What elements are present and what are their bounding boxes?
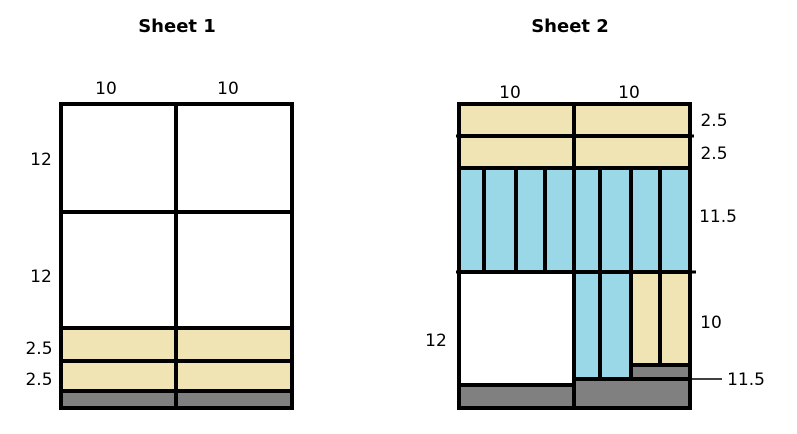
- sheet-1-row-label-1: 12: [30, 150, 52, 170]
- sheet-1-cut-lines: [61, 104, 292, 408]
- sheet-1-col-label-right: 10: [217, 79, 239, 99]
- sheet-2-right-label-4: 10: [700, 313, 722, 333]
- sheet-1-title: Sheet 1: [138, 16, 216, 37]
- sheet-1-outline: [59, 102, 294, 410]
- sheet-2-right-label-3: 11.5: [699, 207, 737, 227]
- sheet-2-outline: [457, 102, 692, 410]
- sheet-1-col-label-left: 10: [95, 79, 117, 99]
- sheet-1-row-label-3: 2.5: [25, 339, 52, 359]
- sheet-2-scrap-small: [631, 365, 690, 379]
- sheet-2-lower-vertical-strips: [574, 272, 631, 379]
- sheet-1-row-label-2: 12: [30, 267, 52, 287]
- sheet-2-title: Sheet 2: [531, 16, 609, 37]
- sheet-1-row-label-4: 2.5: [25, 370, 52, 390]
- sheet-2-right-label-2: 2.5: [700, 144, 727, 164]
- sheet-2-col-label-left: 10: [499, 83, 521, 103]
- sheet-2-scrap-left: [459, 385, 574, 408]
- sheet-2-scrap-right: [574, 379, 690, 408]
- sheet-2-right-label-5: 11.5: [727, 370, 765, 390]
- sheet-2-right-label-1: 2.5: [700, 111, 727, 131]
- sheet-2-left-label: 12: [425, 331, 447, 351]
- sheet-1: Sheet 1 10 10 12 12 2.5 2.5: [25, 16, 294, 410]
- sheet-2: Sheet 2 10 10 2.5 2.5 11.5 10 11.5 12: [425, 16, 765, 410]
- sheet-2-col-label-right: 10: [618, 83, 640, 103]
